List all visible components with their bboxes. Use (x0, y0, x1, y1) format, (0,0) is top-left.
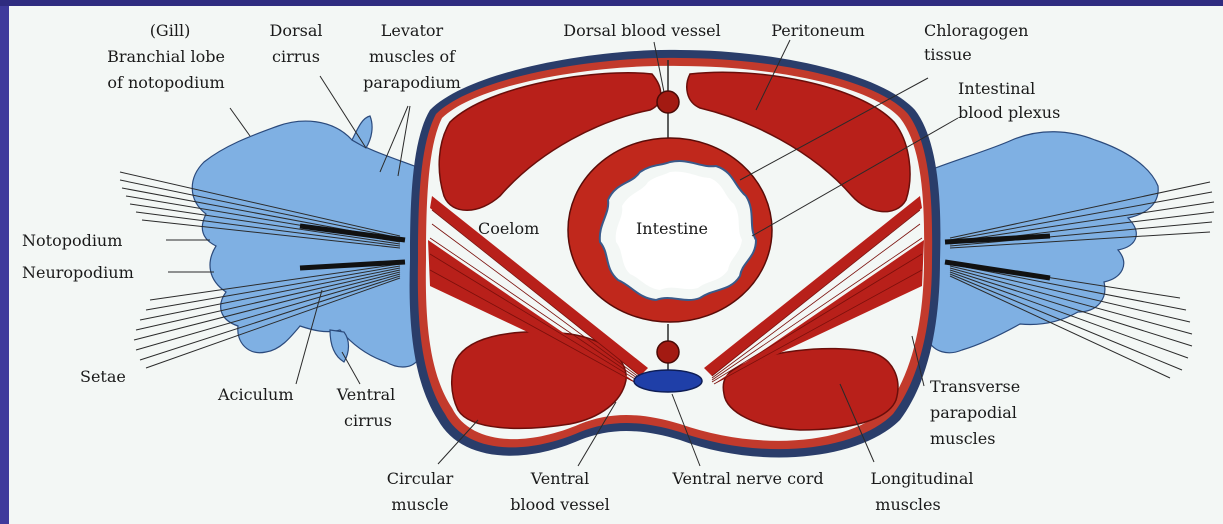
label-intestine: Intestine (636, 219, 708, 238)
ventral-cirrus-leader (342, 352, 360, 384)
label-dorsal: Dorsal (270, 21, 323, 40)
ventral-blood-vessel (657, 341, 679, 363)
label-coelom: Coelom (478, 219, 539, 238)
left-parapodium-body (192, 121, 431, 367)
branchial-lobe-leader (230, 108, 250, 136)
label-longitudinal-muscles: muscles (875, 495, 940, 514)
label-setae: Setae (80, 367, 126, 386)
label-parapodial: parapodial (930, 403, 1017, 422)
label-ventral: Ventral (336, 385, 396, 404)
label-muscle: muscle (391, 495, 448, 514)
label-transverse-muscles: muscles (930, 429, 995, 448)
label-circular: Circular (387, 469, 454, 488)
label-chloragogen: Chloragogen (924, 21, 1028, 40)
label-ventral-blood-vessel-2: blood vessel (510, 495, 609, 514)
ventral-nerve-cord (634, 370, 702, 392)
label-dorsal-blood-vessel: Dorsal blood vessel (563, 21, 721, 40)
label-muscles-of: muscles of (369, 47, 456, 66)
label-transverse: Transverse (930, 377, 1020, 396)
label-blood-plexus: blood plexus (958, 103, 1060, 122)
label-notopodium: Notopodium (22, 231, 122, 250)
label-of-notopodium: of notopodium (107, 73, 224, 92)
label-longitudinal: Longitudinal (871, 469, 974, 488)
ventral-longitudinal-muscle-left (452, 332, 626, 429)
label-branchial-lobe: Branchial lobe (107, 47, 225, 66)
label-levator: Levator (381, 21, 444, 40)
label-cirrus: cirrus (272, 47, 320, 66)
label-intestinal: Intestinal (958, 79, 1035, 98)
label-peritoneum: Peritoneum (771, 21, 865, 40)
label-ventral-blood-vessel-1: Ventral (530, 469, 590, 488)
label-gill: (Gill) (150, 21, 191, 40)
label-ventral-nerve-cord: Ventral nerve cord (671, 469, 823, 488)
label-tissue: tissue (924, 45, 972, 64)
left-ventral-cirrus (330, 330, 349, 362)
label-ventral-cirrus: cirrus (344, 411, 392, 430)
dorsal-blood-vessel (657, 91, 679, 113)
label-aciculum: Aciculum (217, 385, 294, 404)
label-parapodium: parapodium (363, 73, 461, 92)
label-neuropodium: Neuropodium (22, 263, 134, 282)
